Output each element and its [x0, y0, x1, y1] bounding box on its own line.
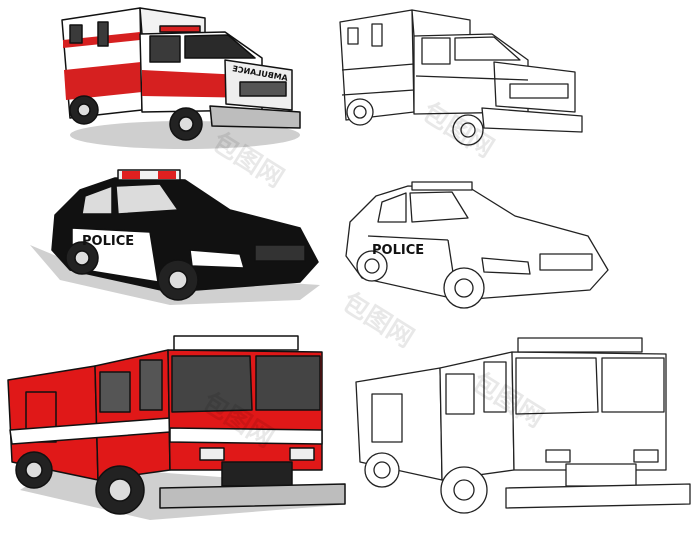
police-car-color	[30, 169, 320, 305]
police-outline-label: POLICE	[372, 243, 424, 258]
fire-truck-color	[7, 335, 346, 520]
ambulance-outline	[339, 9, 583, 146]
fire-truck-outline	[355, 337, 691, 514]
police-car-outline	[345, 181, 609, 309]
ambulance-color	[61, 7, 301, 149]
police-color-label: POLICE	[82, 234, 134, 249]
